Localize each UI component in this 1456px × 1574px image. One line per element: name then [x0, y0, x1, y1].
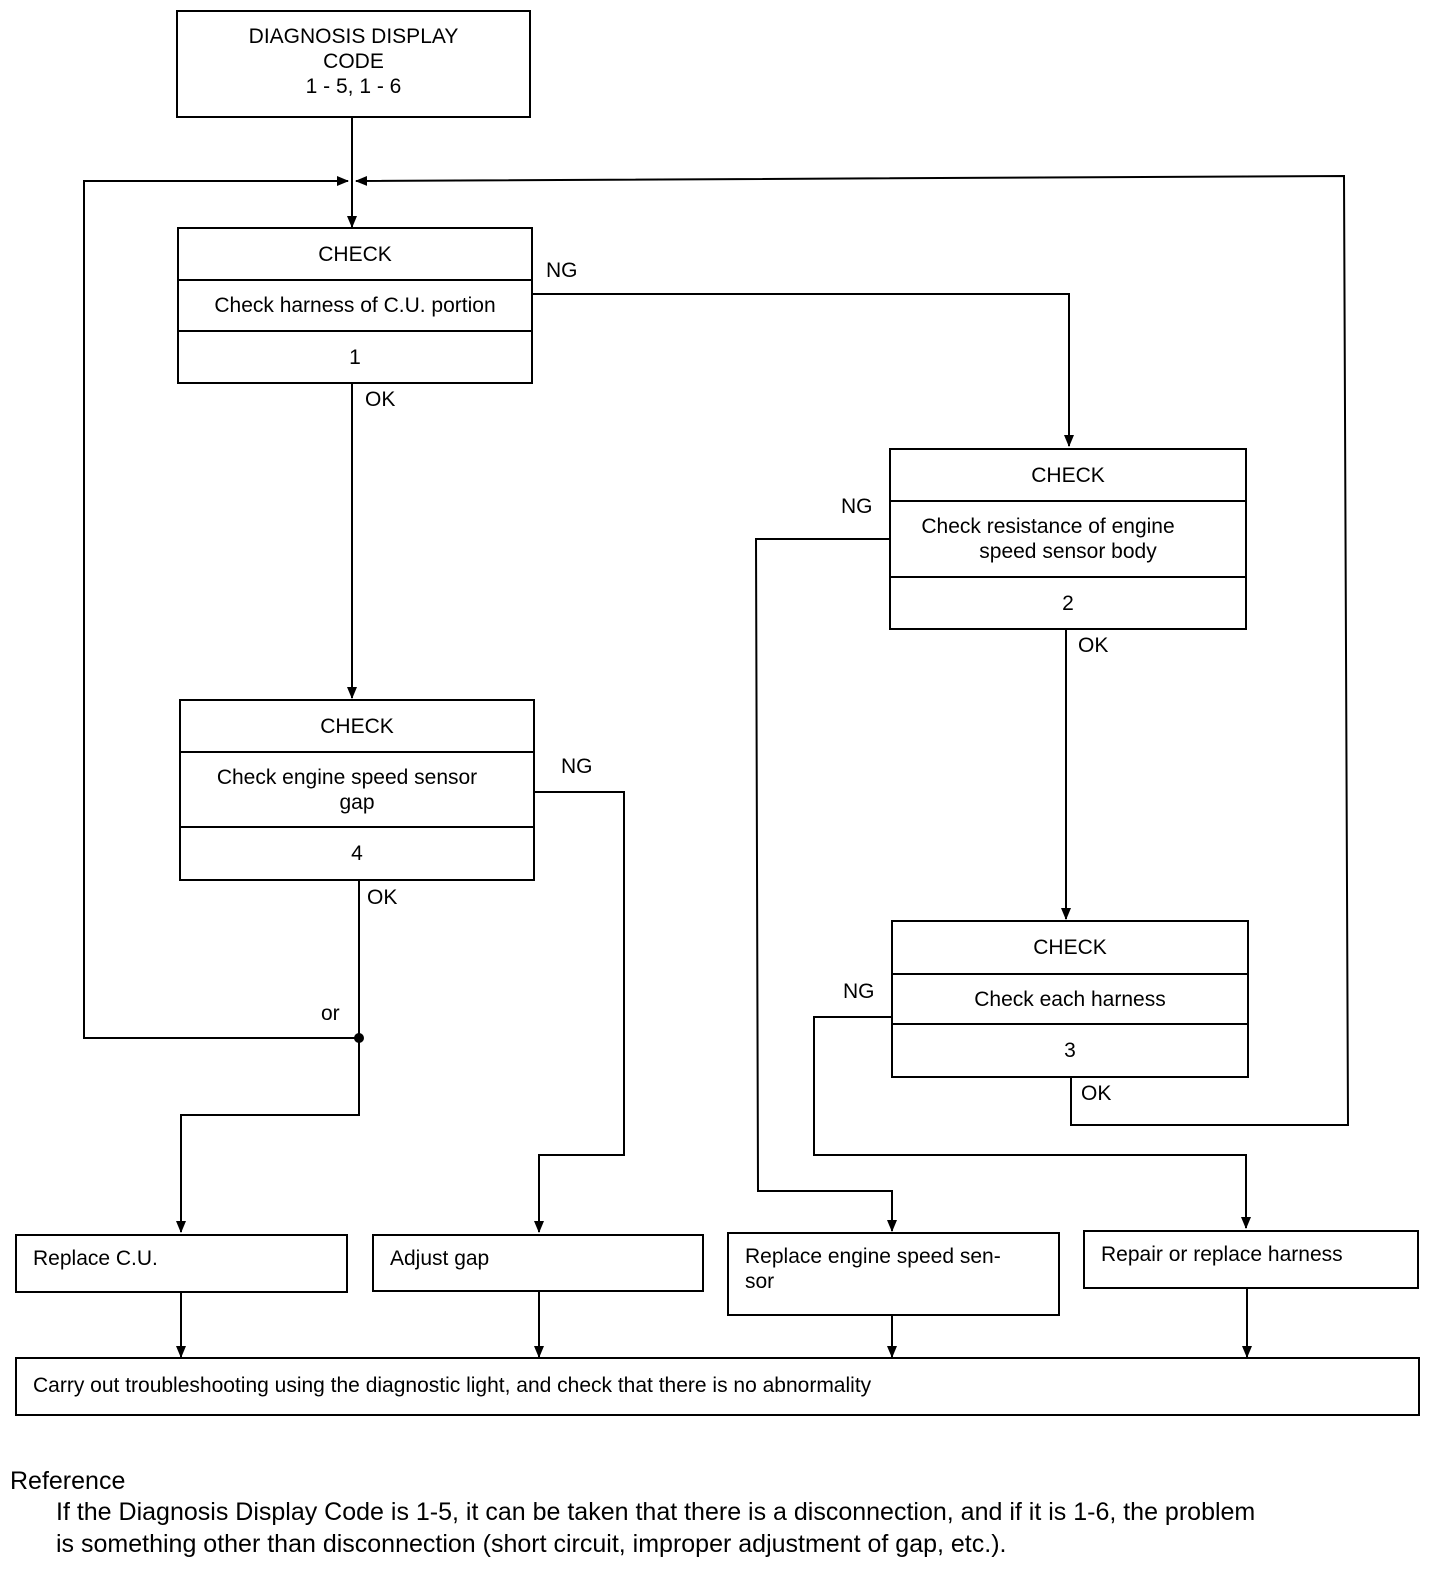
check-2-title: CHECK — [1031, 463, 1105, 487]
check-2-text-line2: speed sensor body — [979, 540, 1157, 563]
check-3-ng-label: NG — [843, 980, 875, 1003]
check-3-number: 3 — [893, 1023, 1247, 1076]
connector-check-1-ng — [532, 293, 1074, 447]
check-3-ok-label: OK — [1081, 1082, 1112, 1105]
or-label: or — [321, 1002, 340, 1025]
connector-check-3-ng — [813, 1016, 1251, 1229]
check-4-text-line2: gap — [339, 790, 375, 814]
diagnosis-code-line2: CODE — [323, 50, 384, 73]
check-4-title: CHECK — [320, 714, 394, 738]
reference-line2: is something other than disconnection (s… — [56, 1530, 1007, 1558]
reference-body: If the Diagnosis Display Code is 1-5, it… — [56, 1496, 1446, 1560]
check-2-text-line1: Check resistance of engine — [921, 515, 1175, 538]
check-box-2: CHECK Check resistance of engine speed s… — [889, 448, 1247, 630]
check-1-ok-label: OK — [365, 388, 396, 411]
check-2-text: Check resistance of engine speed sensor … — [891, 500, 1245, 576]
reference-line1: If the Diagnosis Display Code is 1-5, it… — [56, 1498, 1256, 1526]
reference-title: Reference — [10, 1467, 126, 1495]
or-junction-dot — [354, 1033, 364, 1043]
check-4-ng-label: NG — [561, 755, 593, 778]
replace-sensor-box: Replace engine speed sen- sor — [727, 1232, 1060, 1316]
check-1-text: Check harness of C.U. portion — [179, 279, 531, 330]
diagnosis-code-box: DIAGNOSIS DISPLAY CODE 1 - 5, 1 - 6 — [176, 10, 531, 118]
check-1-title: CHECK — [318, 242, 392, 266]
check-4-ok-label: OK — [367, 886, 398, 909]
final-step-box: Carry out troubleshooting using the diag… — [15, 1357, 1420, 1416]
adjust-gap-box: Adjust gap — [372, 1234, 704, 1292]
replace-sensor-line2: sor — [745, 1270, 775, 1293]
connector-check-4-ok — [176, 880, 360, 1233]
diagnosis-code-line3: 1 - 5, 1 - 6 — [305, 75, 402, 98]
connector-loop-left — [83, 176, 359, 1039]
check-1-number: 1 — [179, 330, 531, 382]
check-2-ng-label: NG — [841, 495, 873, 518]
check-box-1: CHECK Check harness of C.U. portion 1 — [177, 227, 533, 384]
check-2-number: 2 — [891, 576, 1245, 628]
check-3-title: CHECK — [1033, 936, 1107, 959]
connector-check-4-ng — [534, 791, 625, 1233]
connector-check-2-ng — [754, 538, 897, 1232]
repair-harness-box: Repair or replace harness — [1083, 1230, 1419, 1289]
check-4-text: Check engine speed sensor gap — [181, 751, 533, 826]
check-3-text: Check each harness — [893, 973, 1247, 1023]
connector-loop-right — [355, 174, 1350, 1126]
check-1-ng-label: NG — [546, 259, 578, 282]
check-box-4: CHECK Check engine speed sensor gap 4 — [179, 699, 535, 881]
replace-sensor-line1: Replace engine speed sen- — [745, 1245, 1001, 1268]
diagnosis-code-line1: DIAGNOSIS DISPLAY — [248, 25, 459, 48]
check-2-ok-label: OK — [1078, 634, 1109, 657]
check-4-number: 4 — [181, 826, 533, 879]
check-box-3: CHECK Check each harness 3 — [891, 920, 1249, 1078]
check-4-text-line1: Check engine speed sensor — [216, 765, 478, 789]
replace-cu-box: Replace C.U. — [15, 1234, 348, 1293]
